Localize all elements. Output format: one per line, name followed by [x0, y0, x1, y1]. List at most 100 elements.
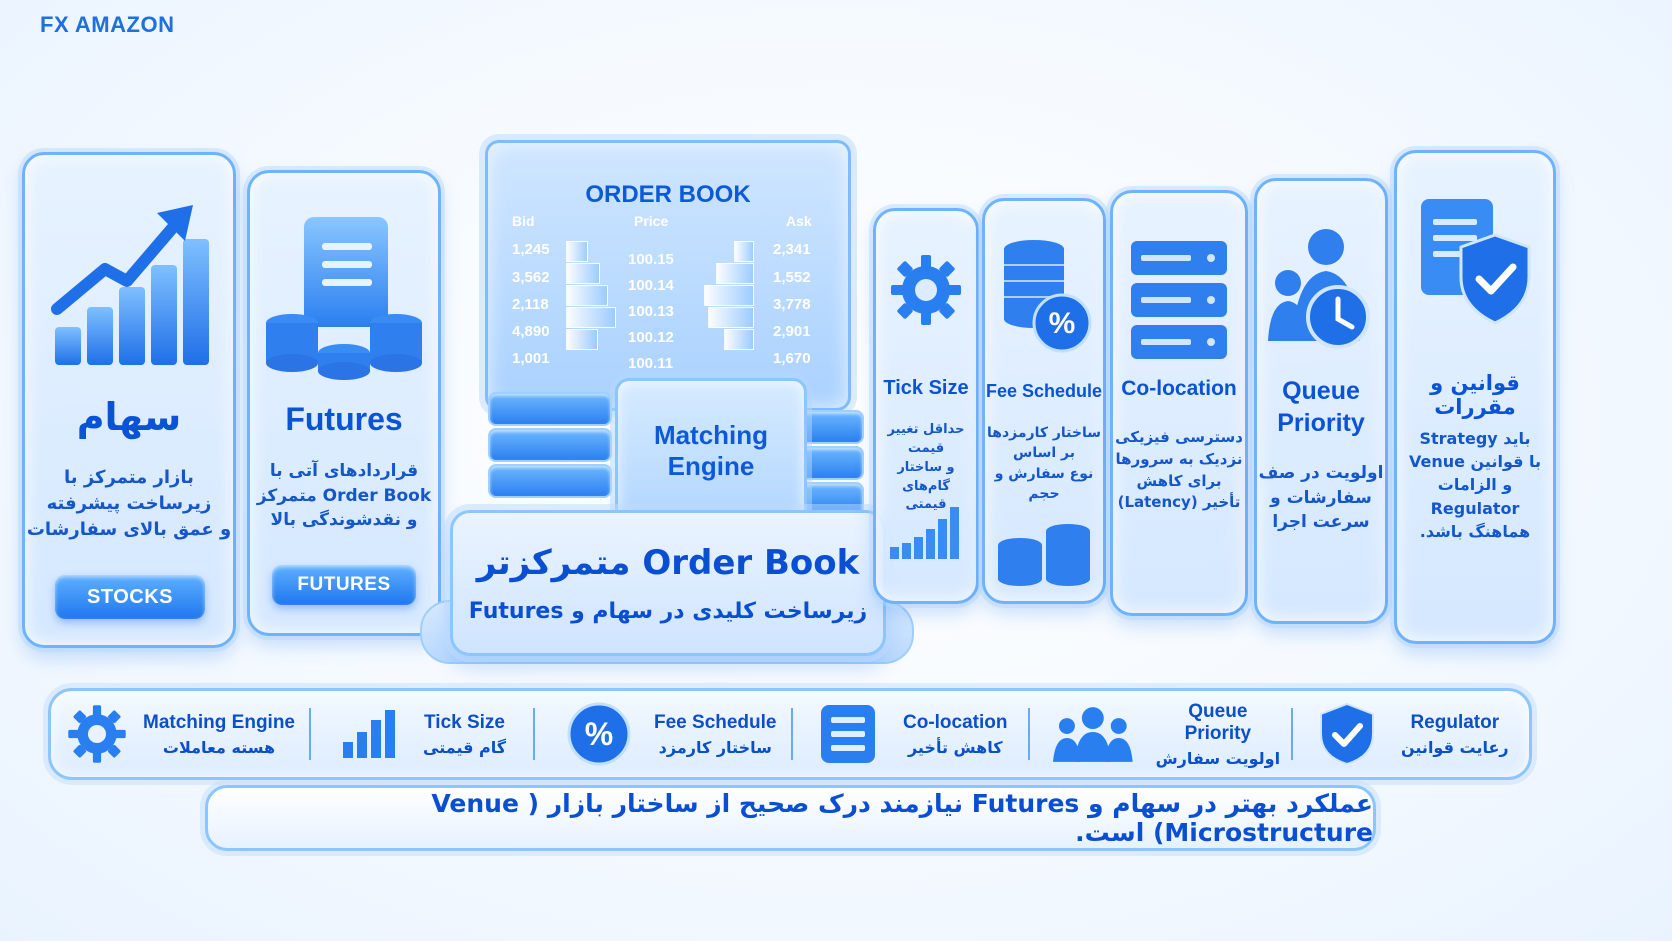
colocation-desc-line: برای کاهش	[1136, 471, 1222, 490]
regulation-panel: قوانین و مقررات باید Strategy با قوانین …	[1394, 150, 1556, 644]
bid-depth-bar	[566, 241, 588, 262]
fee-schedule-title: Fee Schedule	[985, 381, 1103, 401]
futures-desc-line: قراردادهای آتی با	[269, 461, 419, 481]
summary-item-subtitle: گام قیمتی	[423, 737, 507, 757]
order-book-bid: 4,890	[512, 323, 550, 340]
stocks-pill: STOCKS	[55, 575, 205, 619]
order-book-price: 100.11	[628, 355, 674, 372]
colocation-desc-line: نزدیک به سرورها	[1115, 449, 1243, 468]
summary-item-title: Fee Schedule	[654, 711, 777, 733]
order-book-ask: 1,670	[773, 350, 811, 367]
bid-depth-bar	[566, 307, 616, 328]
queue-priority-desc-line: سفارشات و	[1270, 487, 1372, 508]
brand-fx: FX	[40, 12, 70, 37]
summary-item-regulator: Regulator رعایت قوانین	[1319, 691, 1519, 777]
fee-schedule-desc-line: ساختار کارمزدها	[986, 425, 1101, 441]
stocks-desc-line: زیرساخت پیشرفته	[46, 493, 212, 515]
summary-item-title: Tick Size	[424, 711, 506, 733]
bid-depth-bar	[566, 285, 608, 306]
colocation-desc: دسترسی فیزیکی نزدیک به سرورها برای کاهش …	[1113, 427, 1245, 514]
summary-item-colocation: Co-location کاهش تأخیر	[819, 691, 1034, 777]
matching-engine-box: Matching Engine	[615, 378, 807, 524]
brand-name: AMAZON	[74, 12, 175, 37]
ask-depth-bar	[704, 285, 754, 306]
server-icon	[821, 705, 875, 763]
bar-chart-icon	[343, 710, 395, 758]
coins-percent-icon: %	[1004, 240, 1092, 353]
center-pedestal: Order Book متمرکزتر زیرساخت کلیدی در سها…	[450, 510, 886, 656]
queue-priority-title-2: Priority	[1277, 409, 1365, 437]
futures-desc-line: و نقدشوندگی بالا	[270, 510, 418, 531]
ask-depth-bar	[724, 329, 754, 350]
shield-check-icon	[1320, 702, 1374, 766]
summary-item-subtitle: اولویت سفارش	[1155, 748, 1281, 768]
queue-priority-desc-line: اولویت در صف	[1258, 463, 1384, 483]
tick-size-title: Tick Size	[883, 377, 969, 399]
fee-schedule-desc: ساختار کارمزدها بر اساس نوع سفارش و حجم	[985, 423, 1103, 504]
ask-depth-bar	[708, 307, 754, 328]
order-book-price: 100.15	[628, 251, 674, 268]
regulation-title: قوانین و مقررات	[1430, 371, 1520, 419]
summary-item-title: Queue Priority	[1184, 700, 1252, 744]
tick-size-panel: Tick Size حداقل تغییر قیمت و ساختار گام‌…	[873, 208, 979, 604]
document-shield-icon	[1421, 199, 1531, 325]
center-title: Order Book متمرکزتر	[476, 543, 860, 583]
users-icon	[1053, 707, 1133, 762]
gear-icon	[68, 705, 126, 763]
order-book-bid: 2,118	[512, 296, 549, 313]
summary-divider	[309, 708, 311, 760]
colocation-panel: Co-location دسترسی فیزیکی نزدیک به سروره…	[1110, 190, 1248, 616]
server-unit	[488, 392, 612, 426]
regulation-desc-line: هماهنگ باشد.	[1419, 521, 1531, 541]
brand-logo: FX AMAZON	[40, 12, 174, 38]
summary-divider	[791, 708, 793, 760]
queue-priority-desc-line: سرعت اجرا	[1272, 512, 1370, 533]
summary-item-fee-schedule: % Fee Schedule ساختار کارمزد	[566, 691, 796, 777]
order-book-header-ask: Ask	[786, 213, 812, 229]
futures-pill: FUTURES	[272, 565, 416, 605]
server-unit	[488, 464, 612, 498]
summary-item-title: Matching Engine	[143, 711, 295, 733]
document-coins-icon	[266, 217, 422, 380]
summary-item-title: Regulator	[1410, 711, 1500, 733]
regulation-desc-line: و الزامات Regulator	[1430, 475, 1520, 518]
summary-bar: Matching Engine هسته معاملات Tick Size گ…	[48, 688, 1532, 780]
server-rack-icon	[1131, 241, 1227, 359]
coin-stack-icon	[998, 524, 1090, 586]
colocation-title: Co-location	[1121, 377, 1237, 400]
fee-schedule-desc-line: نوع سفارش و حجم	[994, 465, 1094, 502]
queue-priority-title-1: Queue	[1282, 377, 1360, 405]
summary-item-subtitle: ساختار کارمزد	[658, 737, 772, 757]
matching-engine-line2: Engine	[667, 451, 755, 481]
fee-schedule-desc-line: بر اساس	[1013, 445, 1075, 462]
stocks-panel: سهام بازار متمرکز با زیرساخت پیشرفته و ع…	[22, 152, 236, 648]
regulation-desc-line: با قوانین Venue	[1408, 452, 1542, 472]
tick-size-desc-line: حداقل تغییر قیمت	[887, 422, 965, 456]
order-book-header-price: Price	[634, 213, 669, 229]
summary-item-subtitle: رعایت قوانین	[1401, 737, 1509, 757]
order-book-ask: 3,778	[773, 296, 811, 313]
order-book-title: ORDER BOOK	[585, 181, 751, 208]
order-book-header-bid: Bid	[512, 213, 535, 229]
order-book-display: ORDER BOOK Bid Price Ask 1,245 100.15 2,…	[485, 140, 851, 411]
order-book-ask: 1,552	[773, 269, 811, 286]
ask-depth-bar	[716, 263, 754, 284]
server-unit	[488, 428, 612, 462]
summary-divider	[1028, 708, 1030, 760]
growth-chart-icon	[51, 205, 209, 365]
summary-item-title: Co-location	[903, 711, 1008, 733]
regulation-desc: باید Strategy با قوانین Venue و الزامات …	[1397, 427, 1553, 543]
footer-banner: عملکرد بهتر در سهام و Futures نیازمند در…	[205, 785, 1376, 851]
order-book-price: 100.14	[628, 277, 674, 294]
tick-size-desc-line: قیمتی	[905, 497, 947, 513]
svg-text:%: %	[585, 716, 613, 752]
summary-item-tick-size: Tick Size گام قیمتی	[341, 691, 541, 777]
ask-depth-bar	[734, 241, 754, 262]
gear-icon	[891, 255, 961, 325]
futures-desc-line: Order Book متمرکز	[256, 485, 432, 506]
stocks-desc-line: بازار متمرکز با	[64, 467, 194, 488]
summary-divider	[533, 708, 535, 760]
percent-icon: %	[567, 702, 631, 766]
svg-text:%: %	[1049, 307, 1076, 340]
order-book-price: 100.13	[628, 303, 674, 320]
